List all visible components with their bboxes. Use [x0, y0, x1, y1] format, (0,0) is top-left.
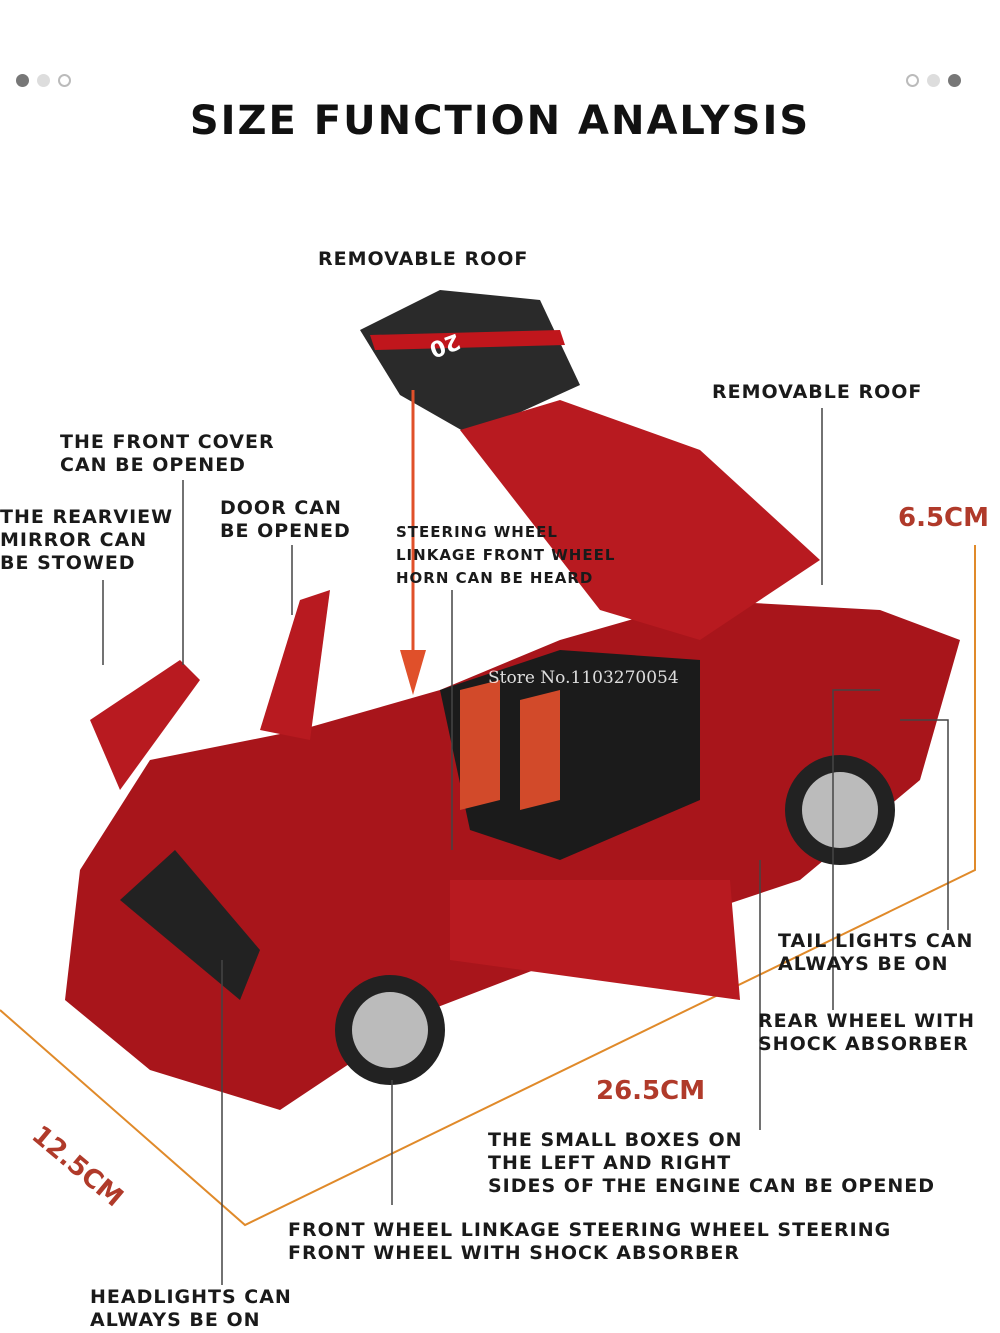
label-removable-roof-top: REMOVABLE ROOF: [318, 248, 529, 270]
watermark: Store No.1103270054: [488, 668, 679, 688]
roof-piece: 20: [360, 290, 580, 435]
label-mirror: THE REARVIEW MIRROR CAN BE STOWED: [0, 506, 174, 574]
svg-text:20: 20: [495, 999, 534, 1032]
label-headlights: HEADLIGHTS CAN ALWAYS BE ON: [90, 1286, 292, 1331]
label-tail-lights: TAIL LIGHTS CAN ALWAYS BE ON: [778, 930, 974, 975]
label-front-wheel: FRONT WHEEL LINKAGE STEERING WHEEL STEER…: [288, 1219, 892, 1264]
label-engine-boxes: THE SMALL BOXES ON THE LEFT AND RIGHT SI…: [488, 1129, 935, 1197]
label-steering: STEERING WHEEL LINKAGE FRONT WHEEL HORN …: [396, 523, 616, 587]
dimension-length: 26.5CM: [596, 1076, 706, 1106]
label-door: DOOR CAN BE OPENED: [220, 497, 351, 542]
label-front-cover: THE FRONT COVER CAN BE OPENED: [60, 431, 275, 476]
label-rear-wheel: REAR WHEEL WITH SHOCK ABSORBER: [758, 1010, 975, 1055]
page-title: SIZE FUNCTION ANALYSIS: [189, 98, 811, 144]
dimension-height: 6.5CM: [898, 503, 990, 533]
label-removable-roof-right: REMOVABLE ROOF: [712, 381, 923, 403]
car-body: 20: [65, 400, 960, 1110]
carousel-dots-right: [906, 74, 961, 87]
dimension-lines: [0, 545, 976, 1227]
carousel-dots-left: [16, 74, 71, 87]
arrow-icon: [400, 390, 426, 695]
leader-lines: [102, 408, 949, 1285]
